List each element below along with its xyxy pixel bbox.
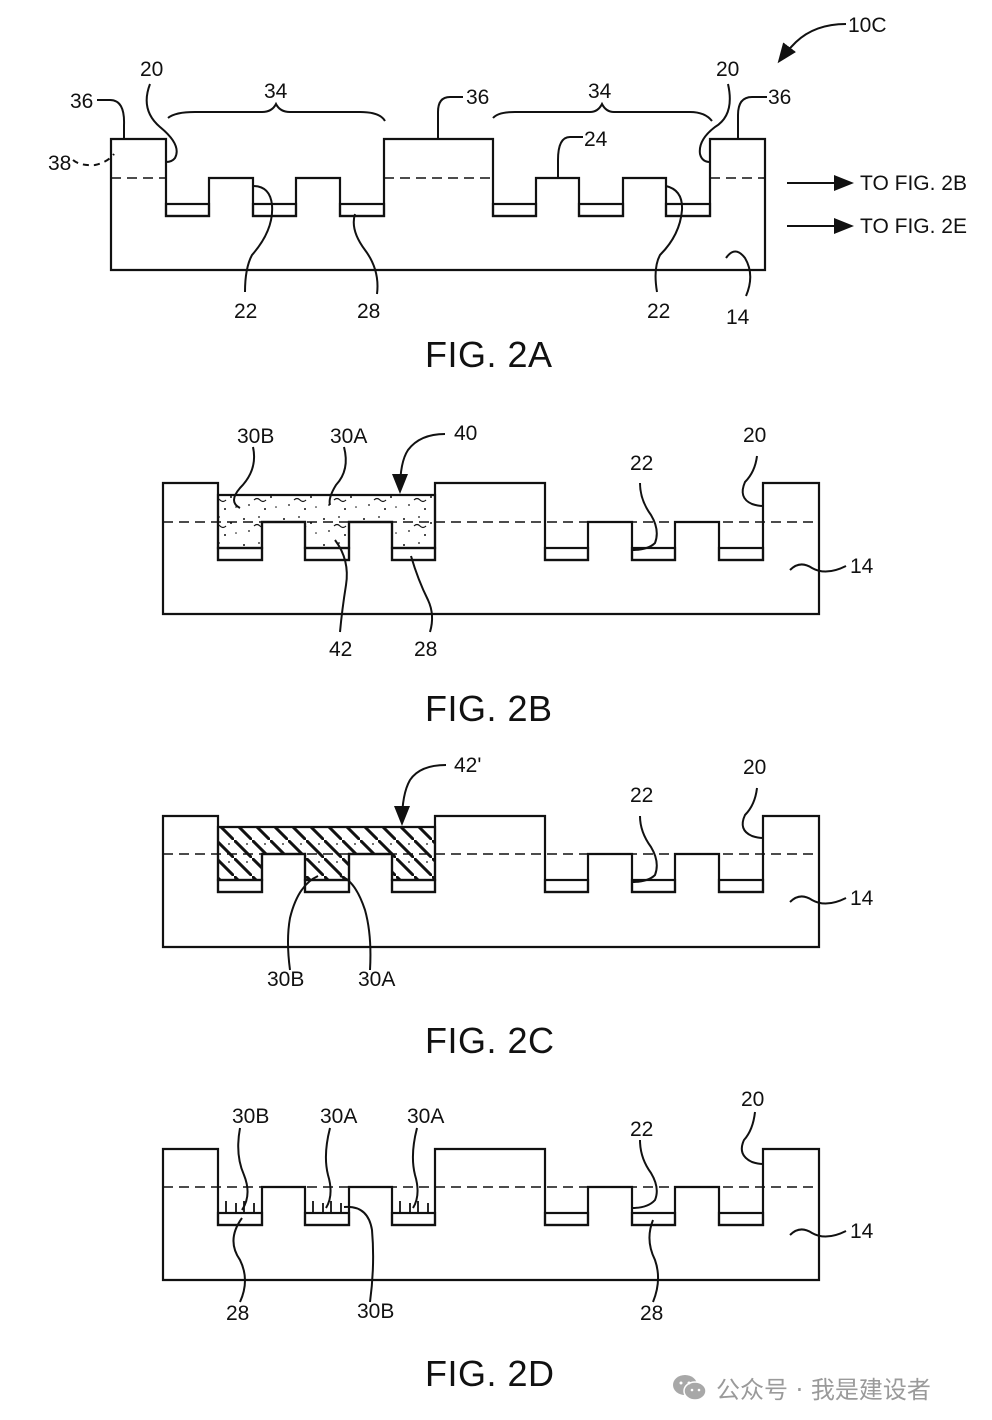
leader-28-right bbox=[648, 1219, 659, 1303]
leader-14 bbox=[725, 250, 752, 297]
leader-30b-top bbox=[237, 1127, 249, 1211]
leader-28 bbox=[410, 555, 434, 633]
label-30a-1: 30A bbox=[320, 1105, 357, 1128]
label-38: 38 bbox=[48, 152, 71, 175]
leader-30b bbox=[233, 446, 256, 509]
label-28-left: 28 bbox=[226, 1302, 249, 1325]
pads-28 bbox=[216, 878, 765, 894]
label-22: 22 bbox=[630, 784, 653, 807]
figure-2b-drawing: 30B 30A 40 22 20 14 42 28 bbox=[161, 422, 874, 661]
figure-title-2c: FIG. 2C bbox=[425, 1020, 555, 1061]
label-14: 14 bbox=[850, 1220, 874, 1243]
label-22: 22 bbox=[630, 452, 653, 475]
label-30b-top: 30B bbox=[232, 1105, 269, 1128]
pads-28 bbox=[216, 1211, 765, 1227]
wechat-icon bbox=[673, 1374, 707, 1401]
leader-36-mid bbox=[437, 96, 463, 139]
leader-20-left bbox=[145, 83, 178, 163]
leader-22-right bbox=[654, 185, 684, 293]
leader-22-left bbox=[244, 185, 274, 293]
leader-30a bbox=[339, 875, 372, 971]
figure-title-2a: FIG. 2A bbox=[425, 334, 553, 375]
leader-22 bbox=[631, 482, 658, 551]
leader-22 bbox=[631, 1139, 658, 1209]
leader-42 bbox=[334, 539, 348, 633]
pads-28 bbox=[164, 202, 712, 218]
label-30a: 30A bbox=[358, 968, 395, 991]
leader-14 bbox=[789, 563, 847, 573]
leader-14 bbox=[789, 895, 847, 905]
leader-42p bbox=[394, 764, 447, 826]
label-34-left: 34 bbox=[264, 80, 288, 103]
label-20: 20 bbox=[741, 1088, 764, 1111]
label-20-left: 20 bbox=[140, 58, 163, 81]
label-14: 14 bbox=[850, 555, 874, 578]
watermark: 公众号 · 我是建设者 bbox=[672, 1370, 931, 1405]
leader-36-right bbox=[737, 96, 767, 139]
label-36-mid: 36 bbox=[466, 86, 489, 109]
leader-24 bbox=[557, 136, 583, 178]
label-22-left: 22 bbox=[234, 300, 257, 323]
figure-2c-drawing: 42' 22 20 14 30B 30A bbox=[161, 754, 874, 991]
leader-30a-1 bbox=[324, 1127, 332, 1209]
leader-28-left bbox=[232, 1217, 246, 1303]
label-42p: 42' bbox=[454, 754, 481, 777]
label-24: 24 bbox=[584, 128, 608, 151]
leader-22 bbox=[631, 815, 658, 883]
label-20: 20 bbox=[743, 756, 766, 779]
label-36-left: 36 bbox=[70, 90, 93, 113]
label-14: 14 bbox=[850, 887, 874, 910]
label-to-fig-2b: TO FIG. 2B bbox=[860, 172, 967, 195]
label-36-right: 36 bbox=[768, 86, 791, 109]
label-28: 28 bbox=[414, 638, 437, 661]
leader-30b-bottom bbox=[343, 1205, 375, 1303]
leader-20-right bbox=[698, 83, 731, 163]
label-30b: 30B bbox=[237, 425, 274, 448]
brace-34-right bbox=[492, 101, 713, 122]
label-30b-bottom: 30B bbox=[357, 1300, 394, 1323]
leader-20 bbox=[741, 455, 764, 507]
label-28-right: 28 bbox=[640, 1302, 663, 1325]
leader-38 bbox=[72, 153, 115, 167]
leader-30a bbox=[328, 446, 347, 506]
label-20-right: 20 bbox=[716, 58, 739, 81]
leader-30b bbox=[287, 875, 319, 971]
label-42: 42 bbox=[329, 638, 352, 661]
label-30a-2: 30A bbox=[407, 1105, 444, 1128]
label-34-right: 34 bbox=[588, 80, 612, 103]
label-40: 40 bbox=[454, 422, 477, 445]
leader-20 bbox=[740, 1111, 764, 1165]
brace-34-left bbox=[167, 101, 386, 122]
figure-2d-drawing: 30B 30A 30A 22 20 14 28 30B 28 bbox=[161, 1088, 874, 1325]
label-20: 20 bbox=[743, 424, 766, 447]
label-28: 28 bbox=[357, 300, 380, 323]
figure-title-2b: FIG. 2B bbox=[425, 688, 553, 729]
label-30a: 30A bbox=[330, 425, 367, 448]
figure-2a-drawing: 10C 36 20 34 36 34 24 20 36 38 22 28 22 … bbox=[48, 14, 967, 329]
leader-28 bbox=[352, 213, 379, 295]
label-22-right: 22 bbox=[647, 300, 670, 323]
figure-title-2d: FIG. 2D bbox=[425, 1353, 555, 1394]
leader-20 bbox=[741, 787, 764, 839]
leader-40 bbox=[392, 433, 446, 494]
arrow-10c bbox=[777, 23, 847, 64]
leader-30a-2 bbox=[411, 1127, 419, 1209]
leader-36-left bbox=[97, 99, 126, 139]
label-30b: 30B bbox=[267, 968, 304, 991]
label-10c: 10C bbox=[848, 14, 887, 37]
leader-14 bbox=[789, 1228, 847, 1238]
label-14: 14 bbox=[726, 306, 750, 329]
watermark-text: 公众号 · 我是建设者 bbox=[716, 1376, 931, 1404]
label-22: 22 bbox=[630, 1118, 653, 1141]
pads-28 bbox=[216, 546, 765, 562]
label-to-fig-2e: TO FIG. 2E bbox=[860, 215, 967, 238]
